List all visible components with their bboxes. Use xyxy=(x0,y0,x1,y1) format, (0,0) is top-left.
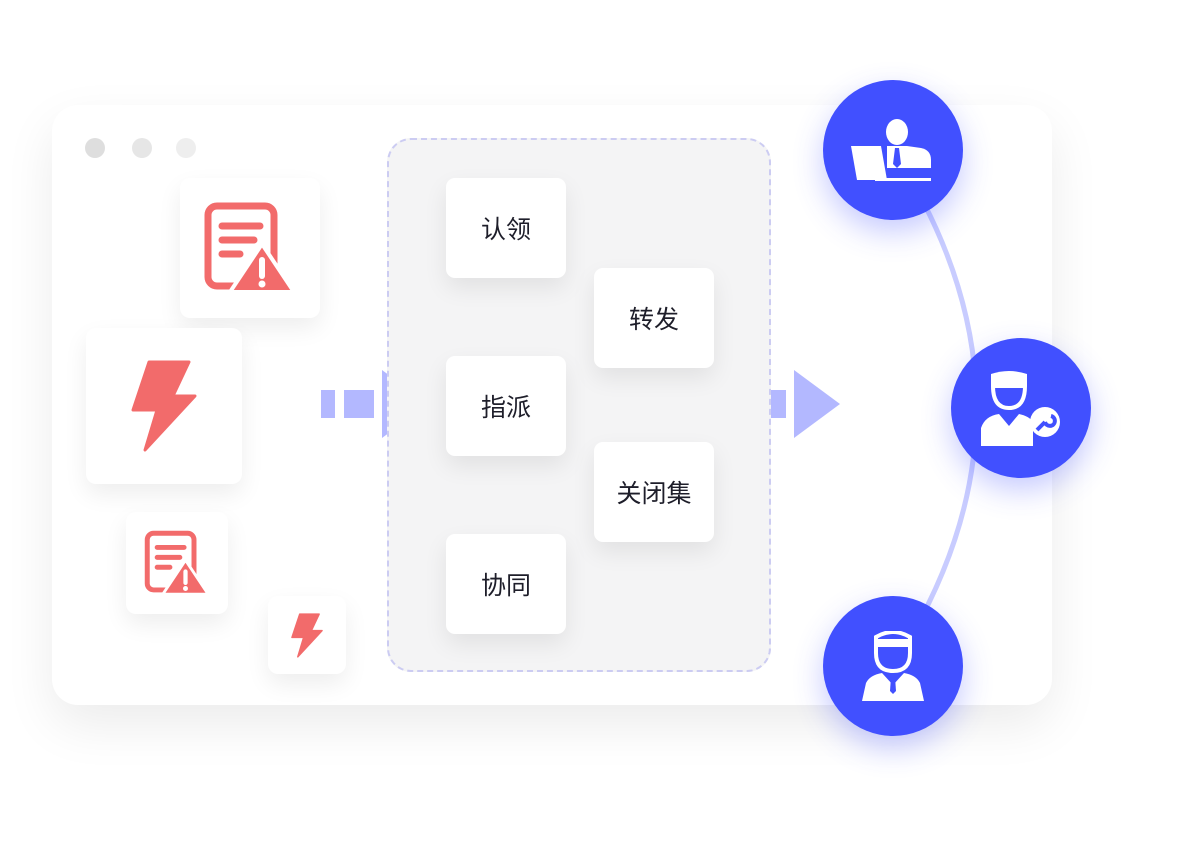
window-dot xyxy=(132,138,152,158)
lightning-icon xyxy=(291,612,323,658)
window-dot xyxy=(176,138,196,158)
user-icon xyxy=(862,631,924,701)
action-assign[interactable]: 指派 xyxy=(446,356,566,456)
role-manager xyxy=(823,80,963,220)
action-claim[interactable]: 认领 xyxy=(446,178,566,278)
alert-card xyxy=(126,512,228,614)
role-user xyxy=(823,596,963,736)
alert-card xyxy=(86,328,242,484)
alert-card xyxy=(268,596,346,674)
document-warning-icon xyxy=(144,530,210,596)
role-engineer xyxy=(951,338,1091,478)
service-engineer-icon xyxy=(981,371,1060,446)
window-dot xyxy=(85,138,105,158)
alert-card xyxy=(180,178,320,318)
action-close[interactable]: 关闭集 xyxy=(594,442,714,542)
manager-icon xyxy=(851,119,931,181)
action-collaborate[interactable]: 协同 xyxy=(446,534,566,634)
action-forward[interactable]: 转发 xyxy=(594,268,714,368)
document-warning-icon xyxy=(204,202,296,294)
lightning-icon xyxy=(131,360,197,452)
